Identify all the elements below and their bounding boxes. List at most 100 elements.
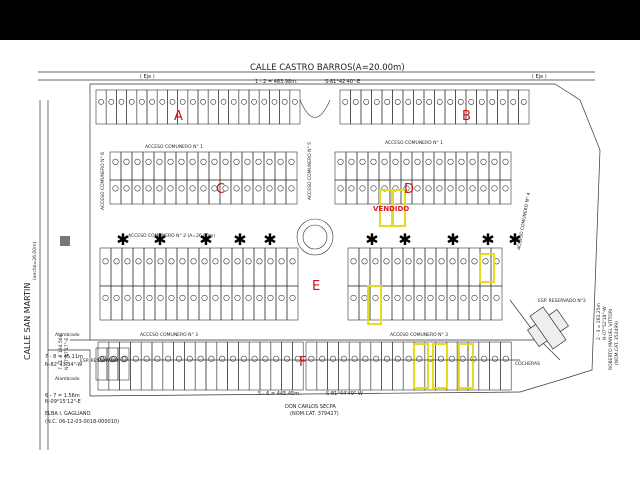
lot-number-marker	[292, 99, 298, 105]
lot-number-marker	[157, 294, 164, 301]
lot-parcel	[422, 179, 435, 205]
lot-number-marker	[178, 158, 185, 165]
tree-icon: ✱	[508, 230, 521, 249]
lot-parcel	[488, 151, 501, 181]
lot-parcel	[413, 341, 426, 391]
lot-number-marker	[277, 158, 284, 165]
lot-number-marker	[457, 98, 464, 105]
lot-number-marker	[425, 158, 432, 165]
lot-number-marker	[251, 355, 258, 362]
lot-parcel	[198, 285, 211, 321]
lot-parcel	[455, 151, 468, 181]
sector-e-label: E	[312, 279, 320, 294]
lot-parcel	[252, 151, 265, 181]
lot-parcel	[197, 151, 210, 181]
lot-number-marker	[361, 294, 368, 301]
lot-number-marker	[112, 158, 119, 165]
lot-parcel	[446, 285, 459, 321]
highlighted-lot	[458, 343, 474, 389]
lot-number-marker	[482, 258, 489, 265]
lot-number-marker	[255, 185, 262, 192]
lot-number-marker	[405, 355, 412, 362]
lot-number-marker	[98, 356, 105, 363]
lot-parcel	[109, 151, 122, 181]
lot-number-marker	[245, 258, 252, 265]
lot-number-marker	[266, 158, 273, 165]
lot-row-e-left-top	[99, 247, 299, 287]
lot-number-marker	[102, 294, 109, 301]
lot-number-marker	[245, 294, 252, 301]
sector-c-label: C	[216, 182, 225, 197]
lot-number-marker	[381, 158, 388, 165]
lot-parcel	[500, 341, 512, 391]
lot-parcel	[444, 151, 457, 181]
lot-number-marker	[109, 356, 116, 363]
right-dimension: 2 - 3 = 261.25m	[596, 303, 602, 340]
lot-parcel	[130, 341, 142, 391]
lot-number-marker	[157, 258, 164, 265]
lot-parcel	[468, 247, 481, 287]
lot-number-marker	[210, 99, 217, 105]
lot-number-marker	[256, 258, 263, 265]
lot-parcel	[205, 341, 218, 391]
lot-number-marker	[256, 294, 263, 301]
lot-number-marker	[403, 185, 410, 192]
lot-parcel	[433, 179, 446, 205]
lot-parcel	[241, 151, 254, 181]
lot-number-marker	[251, 99, 257, 105]
cocheras-label: COCHERAS	[515, 361, 540, 367]
lot-number-marker	[319, 355, 326, 362]
lot-number-marker	[478, 98, 485, 105]
owner-left: ELBA I. GAGLIANO	[45, 411, 91, 417]
lot-parcel	[120, 151, 133, 181]
lot-parcel	[132, 285, 145, 321]
lot-parcel	[507, 89, 519, 125]
lot-number-marker	[156, 158, 163, 165]
lot-number-marker	[471, 258, 478, 265]
highlighted-lot	[413, 343, 429, 389]
axis-label-right: ( Eje )	[532, 74, 547, 80]
lot-row-b	[339, 89, 530, 125]
lot-number-marker	[134, 185, 141, 192]
lot-parcel	[274, 151, 287, 181]
lot-number-marker	[491, 158, 498, 165]
lot-parcel	[154, 285, 167, 321]
lot-parcel	[146, 89, 158, 125]
lot-parcel	[275, 247, 288, 287]
lot-parcel	[230, 179, 243, 205]
lot-parcel	[402, 341, 415, 391]
lot-parcel	[241, 179, 254, 205]
lot-number-marker	[244, 158, 251, 165]
lot-parcel	[117, 347, 130, 381]
lot-parcel	[95, 347, 108, 381]
lot-parcel	[136, 89, 148, 125]
lot-number-marker	[510, 98, 517, 105]
lot-number-marker	[351, 355, 358, 362]
lot-parcel	[367, 179, 380, 205]
lot-number-marker	[179, 258, 186, 265]
tree-icon: ✱	[233, 230, 246, 249]
lot-row-c-bottom	[109, 179, 298, 205]
lot-number-marker	[352, 98, 359, 105]
sector-f-label: F	[299, 355, 306, 370]
lot-parcel	[334, 151, 347, 181]
left-lower-bearing: N-82°43'34"-W	[45, 362, 82, 368]
lot-parcel	[230, 151, 243, 181]
lot-number-marker	[469, 158, 476, 165]
lot-number-marker	[491, 185, 498, 192]
lot-parcel	[381, 341, 393, 391]
lot-parcel	[486, 89, 498, 125]
lot-parcel	[140, 341, 153, 391]
lot-number-marker	[178, 185, 185, 192]
lot-number-marker	[244, 185, 251, 192]
lot-parcel	[253, 247, 266, 287]
lot-number-marker	[234, 294, 241, 301]
lot-number-marker	[222, 185, 229, 192]
axis-label-left: ( Eje )	[140, 74, 155, 80]
lot-number-marker	[436, 158, 443, 165]
lot-number-marker	[405, 294, 412, 301]
lot-number-marker	[459, 355, 466, 362]
lot-parcel	[187, 89, 199, 125]
lot-parcel	[358, 247, 371, 287]
lot-number-marker	[233, 158, 240, 165]
